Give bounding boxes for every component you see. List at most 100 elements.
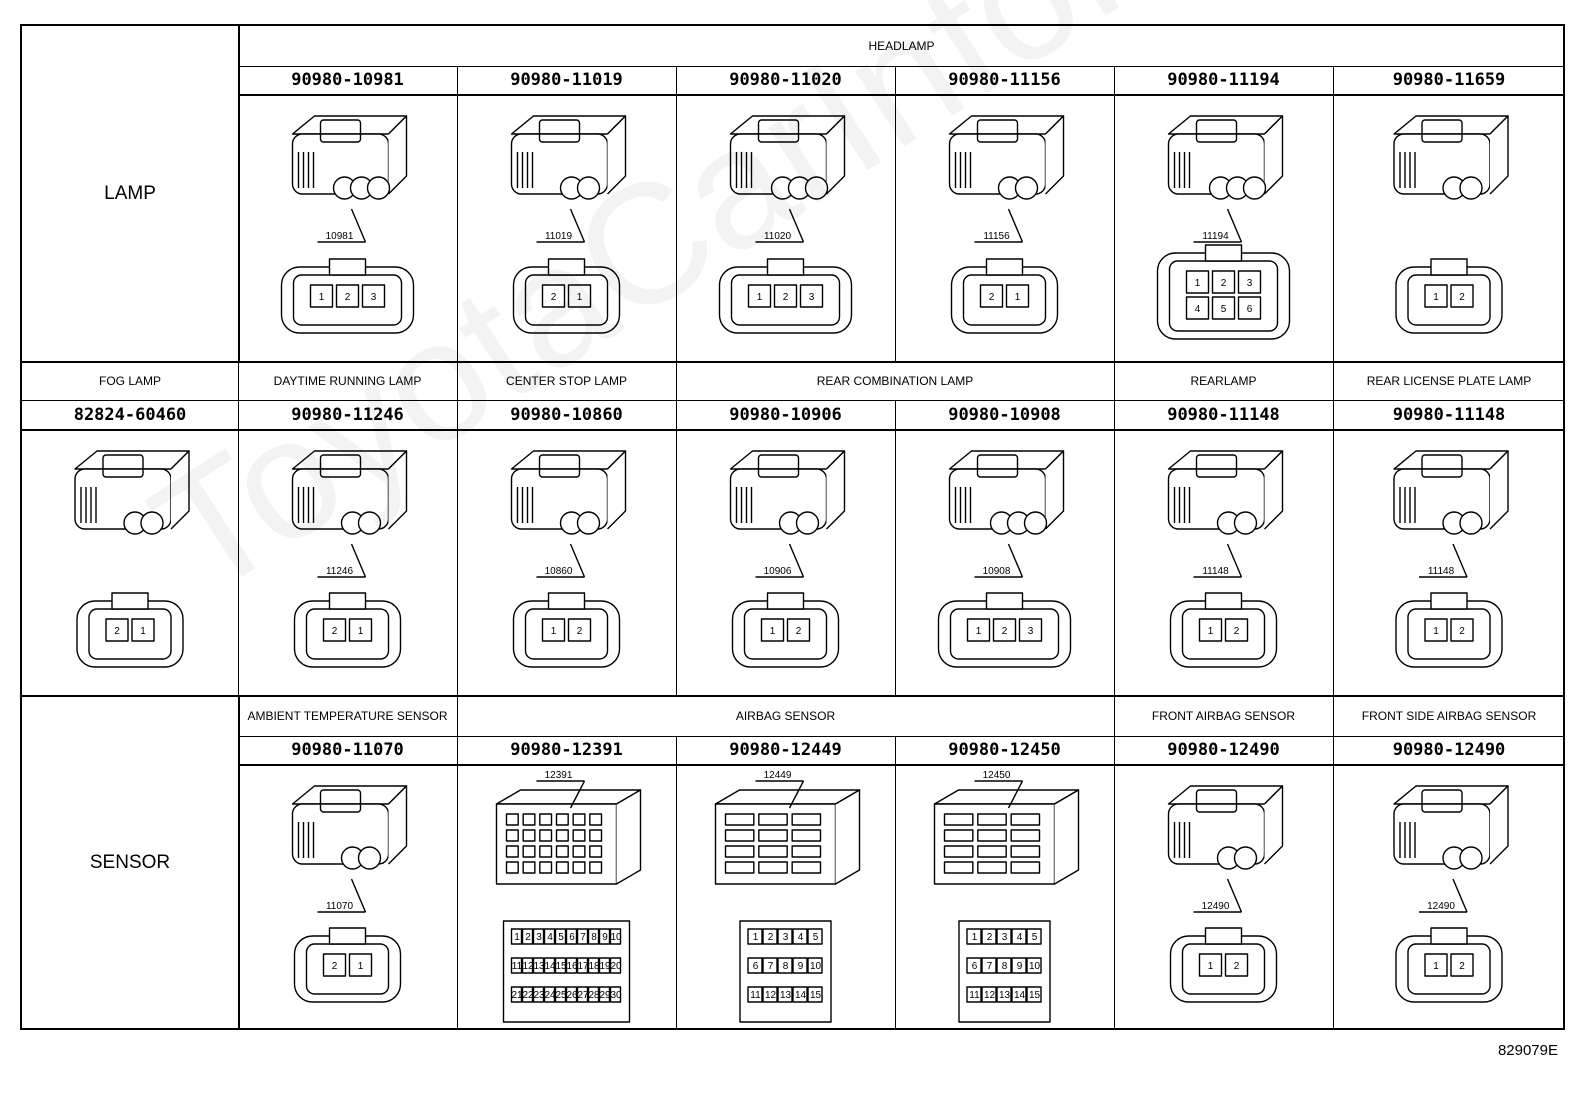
grid-vline	[1114, 736, 1115, 1030]
pin-number: 1	[1208, 626, 1214, 637]
pin-number: 4	[547, 932, 553, 943]
part-tag: 10981	[326, 231, 354, 242]
pin-number: 4	[1195, 304, 1201, 315]
pin-number: 23	[533, 990, 545, 1001]
pin-number: 8	[1002, 961, 1008, 972]
pin-number: 2	[1221, 278, 1227, 289]
grid-vline	[1114, 66, 1115, 361]
category-header: REARLAMP	[1190, 373, 1257, 388]
category-header: FOG LAMP	[98, 373, 161, 388]
grid-vline	[895, 736, 896, 1030]
grid-hline	[22, 361, 1563, 363]
part-tag: 12449	[764, 770, 792, 781]
part-tag: 11019	[545, 231, 573, 242]
pin-number: 7	[987, 961, 993, 972]
part-number: 90980-11659	[1392, 70, 1506, 90]
pin-number: 9	[798, 961, 804, 972]
grid-vline	[1114, 695, 1115, 736]
part-number: 90980-12490	[1167, 740, 1280, 760]
pin-number: 1	[1208, 961, 1214, 972]
pin-number: 2	[989, 292, 995, 303]
pin-number: 1	[319, 292, 325, 303]
grid-vline	[457, 695, 458, 736]
pin-number: 30	[610, 990, 622, 1001]
pin-number: 1	[1195, 278, 1201, 289]
pin-number: 20	[610, 961, 622, 972]
pin-number: 2	[783, 292, 789, 303]
part-tag: 12391	[545, 770, 573, 781]
grid-vline	[676, 736, 677, 1030]
pin-number: 17	[577, 961, 589, 972]
grid-vline	[457, 736, 458, 1030]
pin-number: 3	[1028, 626, 1034, 637]
part-tag: 12490	[1427, 901, 1455, 912]
pin-number: 3	[783, 932, 789, 943]
part-number: 90980-10860	[510, 404, 623, 425]
grid-hline	[238, 764, 1563, 766]
pin-number: 12	[765, 990, 777, 1001]
pin-number: 1	[577, 292, 583, 303]
pin-number: 1	[514, 932, 520, 943]
part-tag: 10908	[983, 566, 1011, 577]
part-number: 90980-12391	[510, 740, 623, 760]
category-header: REAR COMBINATION LAMP	[816, 373, 974, 388]
pin-number: 1	[757, 292, 763, 303]
pin-number: 14	[795, 990, 807, 1001]
pin-number: 8	[591, 932, 597, 943]
pin-number: 5	[1032, 932, 1038, 943]
pin-number: 10	[1029, 961, 1041, 972]
pin-number: 14	[1014, 990, 1026, 1001]
pin-number: 1	[976, 626, 982, 637]
pin-number: 2	[1234, 626, 1240, 637]
part-number: 90980-11148	[1392, 404, 1506, 425]
grid-hline	[238, 94, 1563, 96]
grid-vline	[1114, 361, 1115, 400]
part-number: 90980-12490	[1392, 740, 1506, 760]
part-tag: 11148	[1428, 566, 1455, 577]
pin-number: 9	[602, 932, 608, 943]
pin-number: 11	[969, 990, 980, 1001]
grid-vline	[238, 695, 240, 1030]
pin-number: 15	[1029, 990, 1041, 1001]
pin-number: 2	[1459, 292, 1465, 303]
pin-number: 2	[1459, 961, 1465, 972]
part-number: 90980-10906	[729, 404, 842, 425]
pin-number: 2	[1234, 961, 1240, 972]
pin-number: 2	[577, 626, 583, 637]
category-header: DAYTIME RUNNING LAMP	[273, 373, 422, 388]
pin-number: 1	[1433, 961, 1439, 972]
pin-number: 9	[1017, 961, 1023, 972]
grid-vline	[457, 66, 458, 361]
pin-number: 24	[544, 990, 556, 1001]
pin-number: 3	[371, 292, 377, 303]
part-tag: 11070	[326, 901, 354, 912]
pin-number: 21	[511, 990, 523, 1001]
grid-vline	[895, 400, 896, 695]
pin-number: 1	[551, 626, 557, 637]
pin-number: 28	[588, 990, 600, 1001]
pin-number: 29	[599, 990, 611, 1001]
pin-number: 11	[750, 990, 761, 1001]
part-number: 90980-11194	[1167, 70, 1280, 90]
pin-number: 15	[810, 990, 822, 1001]
grid-vline	[1333, 400, 1334, 695]
part-number: 90980-11019	[510, 70, 623, 90]
category-header: REAR LICENSE PLATE LAMP	[1366, 373, 1532, 388]
pin-number: 5	[1221, 304, 1227, 315]
